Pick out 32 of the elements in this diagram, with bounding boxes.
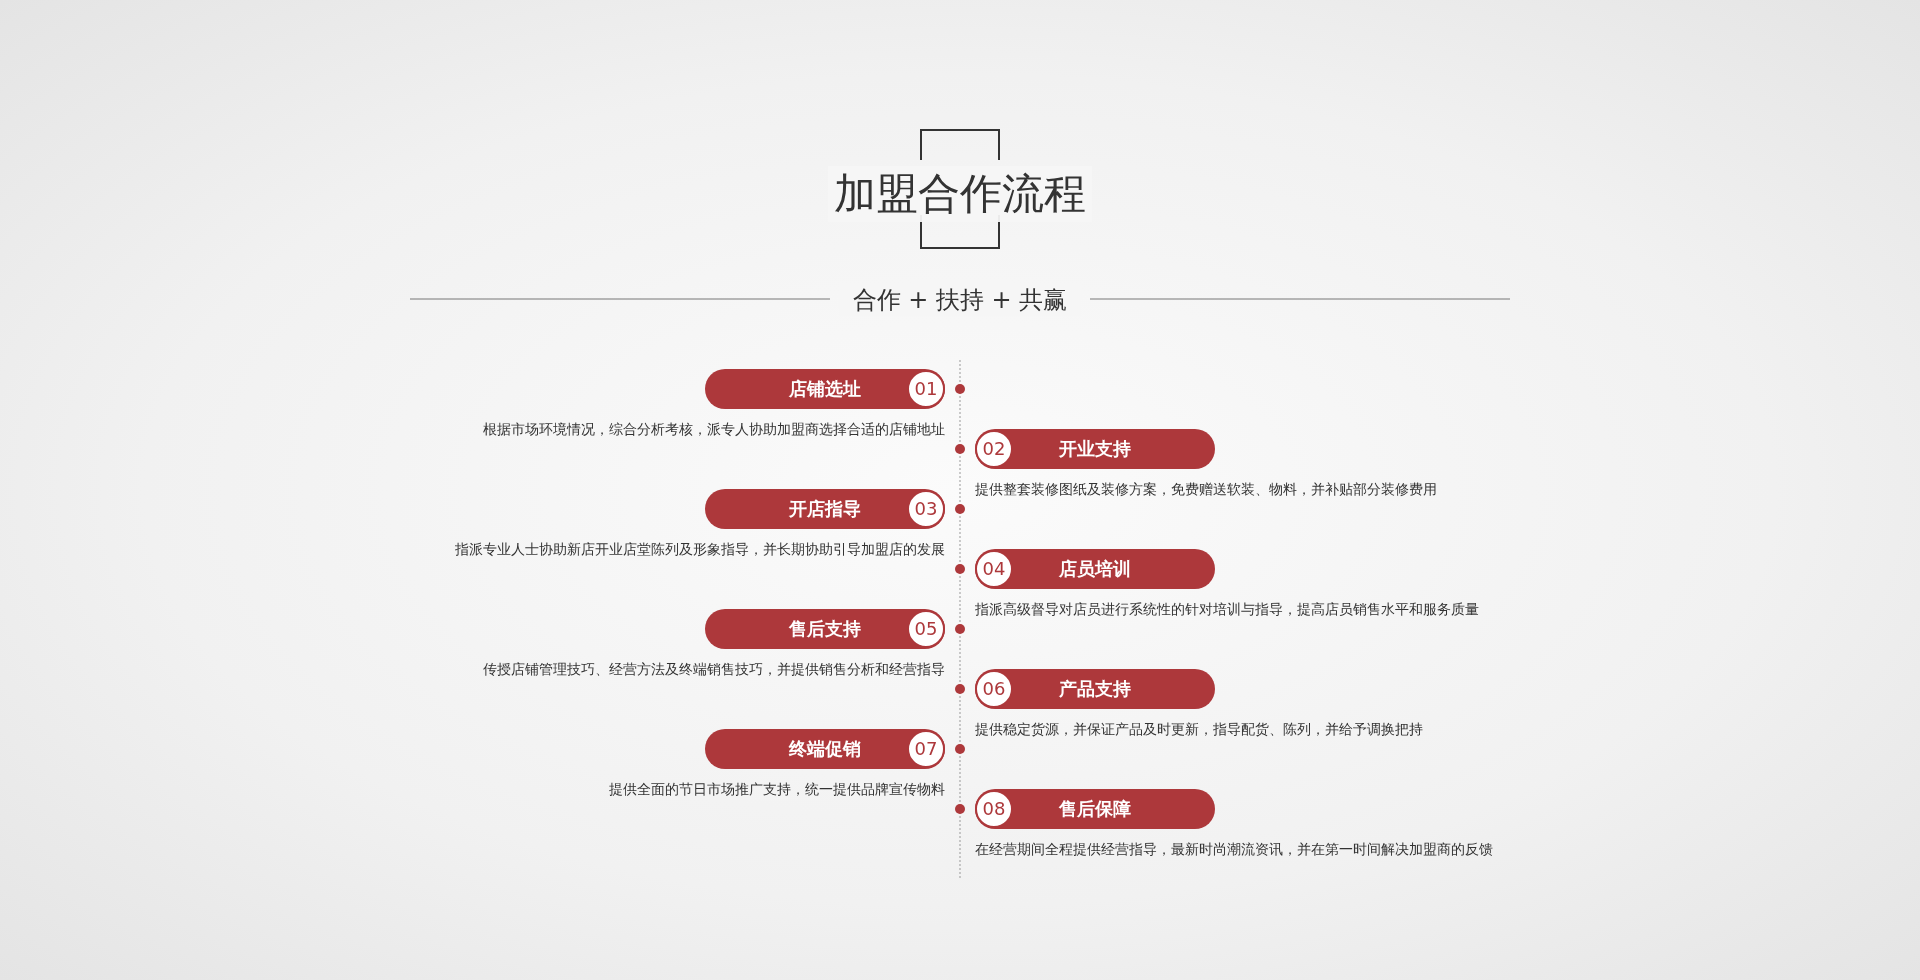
step-title: 产品支持 xyxy=(1059,677,1131,701)
step-title: 终端促销 xyxy=(789,737,861,761)
step-number: 06 xyxy=(975,670,1013,708)
step-number: 04 xyxy=(975,550,1013,588)
step-description: 提供稳定货源，并保证产品及时更新，指导配货、陈列，并给予调换把持 xyxy=(975,721,1423,739)
step-pill xyxy=(975,789,1215,829)
step-pill xyxy=(975,669,1215,709)
step-number: 03 xyxy=(907,490,945,528)
step-title: 开业支持 xyxy=(1059,437,1131,461)
step-description: 提供整套装修图纸及装修方案，免费赠送软装、物料，并补贴部分装修费用 xyxy=(975,481,1437,499)
step-title: 开店指导 xyxy=(789,497,861,521)
step-pill xyxy=(705,729,945,769)
step-title: 售后保障 xyxy=(1059,797,1131,821)
step-number: 02 xyxy=(975,430,1013,468)
step-description: 指派高级督导对店员进行系统性的针对培训与指导，提高店员销售水平和服务质量 xyxy=(975,601,1479,619)
step-description: 指派专业人士协助新店开业店堂陈列及形象指导，并长期协助引导加盟店的发展 xyxy=(455,541,945,559)
step-description: 提供全面的节日市场推广支持，统一提供品牌宣传物料 xyxy=(609,781,945,799)
step-pill xyxy=(705,369,945,409)
step-number: 07 xyxy=(907,730,945,768)
step-number: 01 xyxy=(907,370,945,408)
step-description: 根据市场环境情况，综合分析考核，派专人协助加盟商选择合适的店铺地址 xyxy=(483,421,945,439)
step-pill xyxy=(705,609,945,649)
step-title: 店铺选址 xyxy=(789,377,861,401)
step-title: 店员培训 xyxy=(1059,557,1131,581)
step-number: 05 xyxy=(907,610,945,648)
step-description: 传授店铺管理技巧、经营方法及终端销售技巧，并提供销售分析和经营指导 xyxy=(483,661,945,679)
step-number: 08 xyxy=(975,790,1013,828)
step-title: 售后支持 xyxy=(789,617,861,641)
step-pill xyxy=(705,489,945,529)
step-pill xyxy=(975,549,1215,589)
step-description: 在经营期间全程提供经营指导，最新时尚潮流资讯，并在第一时间解决加盟商的反馈 xyxy=(975,841,1493,859)
step-pill xyxy=(975,429,1215,469)
